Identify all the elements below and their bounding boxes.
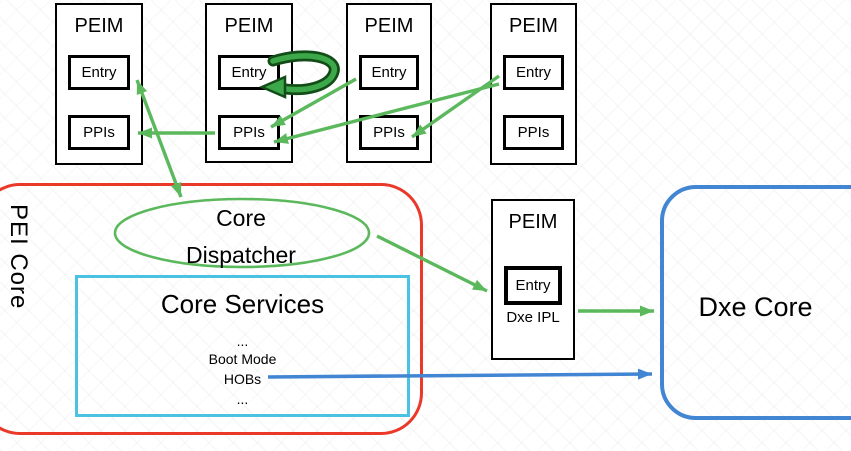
peim-3-ppis-label: PPIs: [373, 124, 405, 141]
peim-2-ppis-label: PPIs: [233, 124, 265, 141]
pei-core-label: PEI Core: [5, 204, 32, 310]
peim-3-title: PEIM: [364, 15, 414, 37]
peim-4-ppis-label: PPIs: [517, 124, 550, 141]
peim-module-dxe-ipl: PEIM Entry Dxe IPL: [491, 199, 575, 360]
dxe-ipl-entry-box: Entry: [504, 266, 562, 305]
peim-2-ppis-box: PPIs: [218, 115, 280, 150]
peim-1-entry-box: Entry: [68, 55, 130, 90]
peim-4-entry-box: Entry: [503, 55, 564, 90]
pei-core-container: [0, 183, 423, 435]
peim-module-3: PEIM Entry PPIs: [346, 3, 432, 163]
peim-1-entry-label: Entry: [81, 64, 117, 81]
peim-module-4: PEIM Entry PPIs: [490, 3, 577, 165]
dxe-ipl-caption: Dxe IPL: [506, 309, 560, 326]
peim-3-entry-box: Entry: [359, 55, 419, 90]
dxe-core-label: Dxe Core: [698, 292, 813, 322]
core-services-item-boot-mode: Boot Mode: [208, 351, 277, 367]
core-services-item-hobs: HOBs: [223, 371, 262, 387]
peim-4-title: PEIM: [509, 15, 558, 37]
dxe-core-container: [660, 185, 851, 420]
core-services-item-ellipsis-bottom: ...: [236, 391, 249, 407]
peim-module-1: PEIM Entry PPIs: [55, 3, 143, 165]
core-dispatcher-label: Core Dispatcher: [112, 200, 370, 274]
peim-3-ppis-box: PPIs: [359, 115, 419, 150]
peim-module-2: PEIM Entry PPIs: [205, 3, 293, 163]
peim-4-ppis-box: PPIs: [503, 115, 564, 150]
peim-1-title: PEIM: [74, 15, 124, 37]
peim-2-title: PEIM: [224, 15, 274, 37]
dxe-ipl-entry-label: Entry: [515, 277, 551, 294]
peim-2-entry-label: Entry: [231, 64, 267, 81]
core-services-item-ellipsis-top: ...: [236, 333, 249, 349]
peim-4-entry-label: Entry: [515, 64, 551, 81]
dxe-ipl-title: PEIM: [508, 211, 558, 233]
peim-3-entry-label: Entry: [371, 64, 407, 81]
peim-1-ppis-label: PPIs: [83, 124, 115, 141]
peim-2-entry-box: Entry: [218, 55, 280, 90]
core-dispatcher-line2: Dispatcher: [186, 242, 296, 268]
core-dispatcher-line1: Core: [216, 205, 266, 231]
core-services-box: Core Services ... Boot Mode HOBs ...: [75, 275, 410, 417]
peim-1-ppis-box: PPIs: [68, 115, 130, 150]
core-services-title: Core Services: [160, 289, 325, 319]
